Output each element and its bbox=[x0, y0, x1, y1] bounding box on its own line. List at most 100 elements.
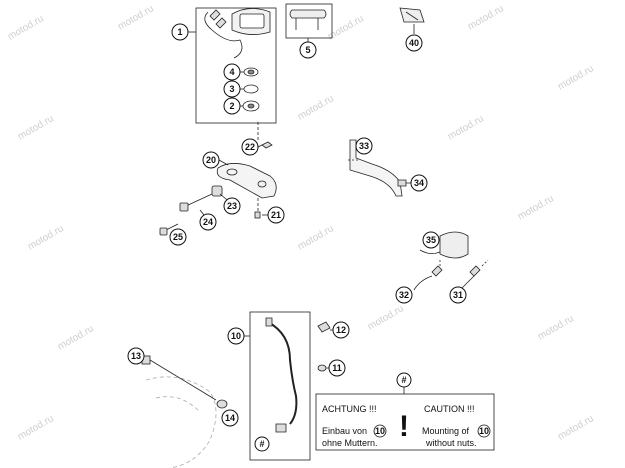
callout-34: 34 bbox=[410, 174, 428, 192]
watermark-layer: motod.ru motod.ru motod.ru motod.ru moto… bbox=[6, 3, 596, 442]
part-31-socket bbox=[469, 265, 481, 277]
callout-3: 3 bbox=[223, 80, 241, 98]
part-25-screw bbox=[165, 223, 179, 231]
bracket-hole-2 bbox=[257, 180, 267, 188]
callout-hash-cable: # bbox=[254, 436, 270, 452]
dash-31 bbox=[481, 259, 489, 267]
callout-35: 35 bbox=[422, 231, 440, 249]
watermark-11: motod.ru bbox=[516, 193, 556, 222]
part-40-detail bbox=[405, 11, 419, 21]
callout-hash-warning: # bbox=[396, 372, 412, 388]
part-12-clip bbox=[317, 321, 331, 333]
part-23-spacer bbox=[211, 185, 223, 197]
callout-5-label: 5 bbox=[305, 45, 310, 55]
part-32-socket bbox=[431, 265, 443, 277]
callout-11: 11 bbox=[328, 359, 346, 377]
watermark-15: motod.ru bbox=[16, 413, 56, 442]
wheel-inner bbox=[155, 396, 201, 413]
watermark-9: motod.ru bbox=[26, 223, 66, 252]
watermark-8: motod.ru bbox=[556, 63, 596, 92]
callout-1-label: 1 bbox=[177, 27, 182, 37]
callout-24-label: 24 bbox=[203, 217, 213, 227]
callout-22-label: 22 bbox=[245, 142, 255, 152]
switch-frame bbox=[285, 3, 333, 39]
watermark-16: motod.ru bbox=[556, 413, 596, 442]
warning-en-line1: Mounting of bbox=[422, 426, 470, 436]
callout-12: 12 bbox=[332, 321, 350, 339]
watermark-7: motod.ru bbox=[446, 113, 486, 142]
callout-13-label: 13 bbox=[131, 351, 141, 361]
part-24-head bbox=[179, 202, 189, 212]
callout-10-label: 10 bbox=[231, 331, 241, 341]
callout-40: 40 bbox=[405, 34, 423, 52]
callout-14: 14 bbox=[221, 409, 239, 427]
instrument-wire bbox=[204, 11, 243, 59]
part-40-group bbox=[399, 7, 425, 34]
leader-22 bbox=[257, 144, 263, 148]
connector-1 bbox=[209, 9, 221, 21]
callout-1: 1 bbox=[171, 23, 189, 41]
callout-33-label: 33 bbox=[359, 141, 369, 151]
switch-body bbox=[289, 9, 327, 19]
part-25-head bbox=[159, 227, 168, 236]
watermark-6: motod.ru bbox=[296, 93, 336, 122]
callout-40-label: 40 bbox=[409, 38, 419, 48]
callout-21-label: 21 bbox=[271, 210, 281, 220]
callout-32-label: 32 bbox=[399, 290, 409, 300]
watermark-5: motod.ru bbox=[16, 113, 56, 142]
callouts: 1 4 3 2 5 40 22 20 23 24 21 25 33 34 35 … bbox=[127, 23, 467, 452]
watermark-4: motod.ru bbox=[466, 3, 506, 32]
part-40-body bbox=[399, 7, 425, 23]
callout-10: 10 bbox=[227, 327, 245, 345]
watermark-10: motod.ru bbox=[296, 223, 336, 252]
callout-24: 24 bbox=[199, 213, 217, 231]
callout-20-label: 20 bbox=[206, 155, 216, 165]
wire-32 bbox=[413, 275, 433, 291]
warning-de-line1: Einbau von bbox=[322, 426, 367, 436]
lamp-wire bbox=[419, 249, 441, 254]
leader-20 bbox=[218, 159, 229, 166]
callout-35-label: 35 bbox=[426, 235, 436, 245]
part-22-clip bbox=[261, 141, 273, 149]
part-35-lamp-housing bbox=[439, 231, 469, 259]
callout-4-label: 4 bbox=[229, 67, 234, 77]
callout-21: 21 bbox=[267, 206, 285, 224]
part-34-screw bbox=[397, 179, 407, 187]
warning-de-title: ACHTUNG !!! bbox=[322, 404, 377, 414]
warning-en-ref: 10 bbox=[479, 426, 489, 436]
switch-group bbox=[285, 3, 333, 42]
callout-13: 13 bbox=[127, 347, 145, 365]
callout-11-label: 11 bbox=[332, 363, 342, 373]
part-2-hole bbox=[247, 103, 255, 109]
warning-frame bbox=[315, 393, 495, 451]
part-10-cable bbox=[267, 321, 298, 425]
callout-31: 31 bbox=[449, 286, 467, 304]
connector-2 bbox=[215, 17, 227, 29]
callout-2-label: 2 bbox=[229, 101, 234, 111]
callout-20: 20 bbox=[202, 151, 220, 169]
callout-31-label: 31 bbox=[453, 290, 463, 300]
callout-5: 5 bbox=[299, 41, 317, 59]
part-21-screw bbox=[254, 211, 261, 219]
callout-2: 2 bbox=[223, 97, 241, 115]
part-33-bracket bbox=[349, 139, 403, 197]
warning-de-line2: ohne Muttern. bbox=[322, 438, 378, 448]
part-14-nut bbox=[216, 399, 228, 409]
watermark-2: motod.ru bbox=[116, 3, 156, 32]
bracket-hole-1 bbox=[226, 168, 238, 176]
cable-group bbox=[244, 311, 334, 461]
part-13-axle bbox=[149, 359, 217, 401]
lamp-group bbox=[413, 231, 489, 291]
callout-23: 23 bbox=[223, 197, 241, 215]
callout-32: 32 bbox=[395, 286, 413, 304]
warning-box: ACHTUNG !!! Einbau von 10 ohne Muttern. … bbox=[315, 386, 495, 451]
wheel-outline bbox=[145, 376, 217, 468]
watermark-13: motod.ru bbox=[366, 303, 406, 332]
callout-34-label: 34 bbox=[414, 178, 424, 188]
part-11-nut bbox=[317, 364, 327, 372]
callout-12-label: 12 bbox=[336, 325, 346, 335]
warning-en-title: CAUTION !!! bbox=[424, 404, 475, 414]
watermark-14: motod.ru bbox=[536, 313, 576, 342]
